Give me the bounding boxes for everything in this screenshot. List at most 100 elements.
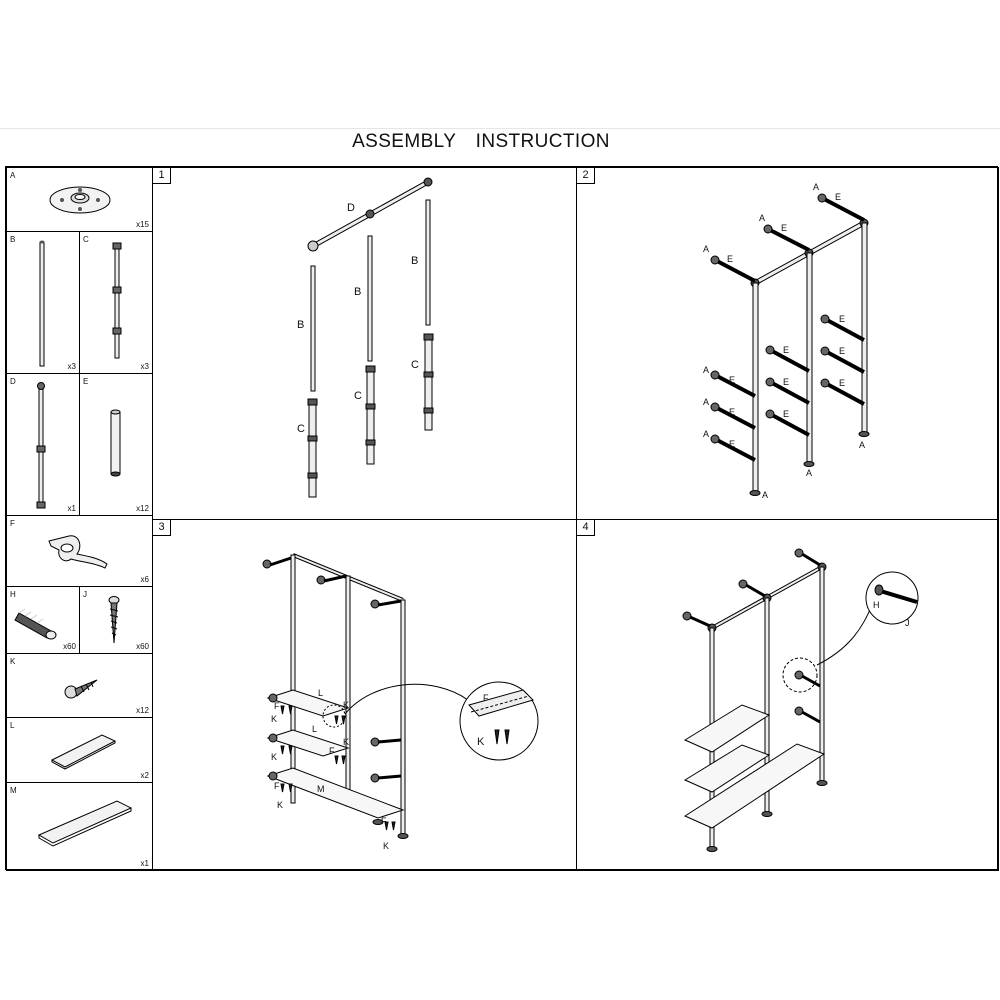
label-f: F bbox=[329, 746, 335, 756]
label-a: A bbox=[762, 490, 769, 500]
part-cell-j: J x60 bbox=[79, 586, 153, 654]
step-4-finished-drawing bbox=[682, 548, 919, 852]
label-a: A bbox=[806, 468, 813, 478]
part-letter: K bbox=[10, 657, 16, 666]
label-e: E bbox=[839, 346, 846, 356]
label-k: K bbox=[383, 841, 390, 851]
label-e: E bbox=[729, 407, 736, 417]
part-letter: E bbox=[83, 377, 89, 386]
label-e: E bbox=[839, 314, 846, 324]
label-a: A bbox=[703, 244, 710, 254]
part-quantity: x12 bbox=[136, 504, 149, 513]
step-2-panel: 2 bbox=[576, 167, 999, 520]
label-k: K bbox=[343, 737, 350, 747]
part-quantity: x3 bbox=[67, 362, 76, 371]
short-screw-icon bbox=[64, 679, 98, 699]
step-3-panel: 3 bbox=[152, 519, 577, 871]
part-quantity: x2 bbox=[140, 771, 149, 780]
part-letter: A bbox=[10, 171, 16, 180]
step-1-panel: 1 bbox=[152, 167, 577, 520]
label-m: M bbox=[317, 784, 325, 794]
page-title: ASSEMBLY INSTRUCTION bbox=[352, 131, 610, 152]
part-letter: H bbox=[10, 590, 16, 599]
step-number: 3 bbox=[153, 520, 171, 536]
label-a: A bbox=[703, 429, 710, 439]
part-letter: F bbox=[10, 519, 15, 528]
part-quantity: x3 bbox=[140, 362, 149, 371]
label-a: A bbox=[703, 397, 710, 407]
wall-anchor-icon bbox=[14, 608, 57, 640]
part-quantity: x15 bbox=[136, 220, 149, 229]
step-number: 1 bbox=[153, 168, 171, 184]
part-quantity: x6 bbox=[140, 575, 149, 584]
part-cell-e: E x12 bbox=[79, 373, 153, 516]
label-e: E bbox=[781, 223, 788, 233]
part-cell-m: M x1 bbox=[6, 782, 153, 871]
label-e: E bbox=[729, 439, 736, 449]
label-c: C bbox=[354, 390, 362, 402]
label-a: A bbox=[813, 182, 820, 192]
step-2-wall-mount-drawing bbox=[710, 193, 870, 496]
label-c: C bbox=[411, 359, 419, 371]
label-e: E bbox=[783, 377, 790, 387]
label-e: E bbox=[839, 378, 846, 388]
label-k: K bbox=[271, 752, 278, 762]
label-j: J bbox=[905, 618, 910, 628]
part-letter: C bbox=[83, 235, 89, 244]
label-e: E bbox=[729, 375, 736, 385]
step-number: 4 bbox=[577, 520, 595, 536]
label-e: E bbox=[783, 409, 790, 419]
label-b: B bbox=[411, 255, 419, 267]
label-b: B bbox=[354, 286, 362, 298]
part-cell-f: F x6 bbox=[6, 515, 153, 587]
label-k: K bbox=[277, 800, 284, 810]
part-letter: L bbox=[10, 721, 15, 730]
short-pipe-icon bbox=[110, 409, 121, 477]
floor-flange-icon bbox=[49, 186, 111, 214]
label-f: F bbox=[274, 781, 280, 791]
step-4-panel: 4 bbox=[576, 519, 999, 871]
part-quantity: x60 bbox=[136, 642, 149, 651]
part-quantity: x12 bbox=[136, 706, 149, 715]
part-letter: M bbox=[10, 786, 17, 795]
small-shelf-board-icon bbox=[50, 734, 117, 770]
step-3-shelf-drawing bbox=[262, 553, 539, 839]
step-1-frame-drawing bbox=[307, 177, 434, 498]
part-cell-b: B x3 bbox=[6, 231, 80, 374]
part-cell-k: K x12 bbox=[6, 653, 153, 718]
header-divider bbox=[0, 128, 1000, 129]
wood-screw-icon bbox=[108, 596, 120, 644]
part-quantity: x60 bbox=[63, 642, 76, 651]
label-e: E bbox=[835, 192, 842, 202]
label-f: F bbox=[274, 701, 280, 711]
top-pipe-icon bbox=[36, 382, 46, 509]
part-letter: B bbox=[10, 235, 16, 244]
label-b: B bbox=[297, 319, 305, 331]
jointed-pipe-icon bbox=[112, 242, 122, 359]
label-h: H bbox=[873, 600, 880, 610]
part-cell-l: L x2 bbox=[6, 717, 153, 783]
label-e: E bbox=[727, 254, 734, 264]
shelf-bracket-icon bbox=[48, 535, 108, 569]
part-quantity: x1 bbox=[140, 859, 149, 868]
label-a: A bbox=[859, 440, 866, 450]
label-e: E bbox=[783, 345, 790, 355]
part-cell-a: A x15 bbox=[6, 167, 153, 232]
label-k: K bbox=[271, 714, 278, 724]
step-number: 2 bbox=[577, 168, 595, 184]
label-l: L bbox=[312, 724, 318, 734]
label-f: F bbox=[483, 693, 489, 703]
large-shelf-board-icon bbox=[37, 800, 133, 847]
label-a: A bbox=[759, 213, 766, 223]
label-l: L bbox=[318, 688, 324, 698]
label-k: K bbox=[343, 700, 350, 710]
label-f: F bbox=[381, 816, 387, 826]
part-cell-h: H x60 bbox=[6, 586, 80, 654]
part-cell-c: C x3 bbox=[79, 231, 153, 374]
part-cell-d: D x1 bbox=[6, 373, 80, 516]
label-k: K bbox=[477, 736, 485, 748]
part-letter: J bbox=[83, 590, 87, 599]
part-quantity: x1 bbox=[67, 504, 76, 513]
label-a: A bbox=[703, 365, 710, 375]
long-pipe-icon bbox=[39, 240, 45, 367]
